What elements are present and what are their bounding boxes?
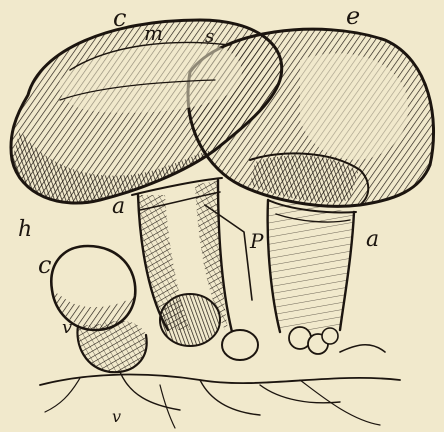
label-cap-marks: m [144,21,163,45]
label-ring-right: a [366,227,379,252]
label-gills: h [18,217,32,242]
label-cap-left: c [113,4,126,32]
label-cap-right: e [346,2,360,30]
label-base: v [112,407,121,426]
label-ring-left: a [112,194,125,219]
label-volva: v [62,317,72,338]
button-mushroom [51,246,146,372]
label-button-cap: c [38,251,51,279]
right-stem [268,200,356,332]
label-cap-mark-small: s [205,26,214,47]
label-stem-mark: P [249,229,264,253]
